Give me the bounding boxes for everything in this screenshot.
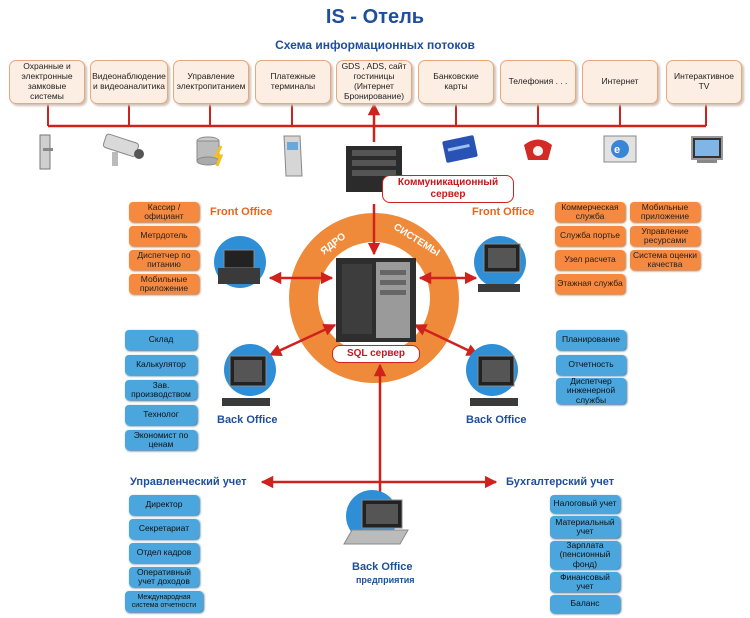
door-lock-icon (39, 134, 53, 170)
top-box-gds: GDS , ADS, сайт гостиницы (Интернет Брон… (336, 60, 412, 104)
fo-right-item: Мобильные приложение (630, 202, 700, 222)
internet-icon: e (603, 135, 637, 163)
top-box-phone: Телефония . . . (500, 60, 576, 104)
payment-terminal-icon (283, 135, 303, 177)
acct-item: Налоговый учет (550, 495, 620, 513)
fo-left-item: Метрдотель (129, 226, 199, 246)
back-office-left-label: Back Office (217, 414, 278, 426)
bo-left-item: Склад (125, 330, 197, 350)
top-box-video: Видеонаблюдение и видеоаналитика (90, 60, 168, 104)
mgmt-item: Отдел кадров (129, 543, 199, 563)
back-office-enterprise-label: Back Office (352, 561, 413, 573)
fo-right-item: Служба портье (555, 226, 625, 246)
fo-left-item: Диспетчер по питанию (129, 250, 199, 270)
front-office-right-label: Front Office (472, 206, 535, 218)
cctv-camera-icon (102, 133, 144, 166)
laptop-icon (343, 490, 409, 545)
back-left-arrow (268, 323, 337, 357)
page-subtitle: Схема информационных потоков (275, 38, 475, 52)
bo-left-item: Экономист по ценам (125, 430, 197, 450)
mgmt-item: Директор (129, 495, 199, 515)
bo-right-item: Планирование (556, 330, 626, 350)
top-drop-lines (47, 104, 707, 126)
power-supply-icon (196, 136, 224, 167)
bo-right-item: Диспетчер инженерной службы (556, 376, 626, 404)
top-box-internet: Интернет (582, 60, 658, 104)
fo-left-item: Мобильные приложение (129, 274, 199, 294)
sql-server-icon (336, 258, 416, 342)
tv-icon (691, 136, 723, 163)
fo-right-item: Коммерческая служба (555, 202, 625, 222)
fo-right-item: Система оценки качества (630, 250, 700, 270)
top-box-power: Управление электропитанием (173, 60, 249, 104)
mgmt-item: Международная система отчетности (125, 591, 203, 612)
back-right-computer-icon (466, 344, 518, 406)
management-label: Управленческий учет (130, 476, 247, 488)
cashier-terminal-icon (214, 236, 266, 288)
top-box-payment: Платежные терминалы (255, 60, 331, 104)
back-office-enterprise-sub: предприятия (356, 575, 415, 585)
bo-left-item: Зав. производством (125, 380, 197, 400)
sql-server-label: SQL сервер (332, 345, 420, 363)
mgmt-item: Оперативный учет доходов (129, 567, 199, 587)
acct-item: Материальный учет (550, 516, 620, 538)
bo-right-item: Отчетность (556, 355, 626, 375)
svg-text:e: e (614, 144, 620, 156)
back-left-computer-icon (222, 344, 276, 406)
page-title: IS - Отель (325, 6, 425, 28)
top-box-tv: Интерактивное TV (666, 60, 742, 104)
fo-right-item: Этажная служба (555, 274, 625, 294)
telephone-icon (524, 139, 552, 160)
acct-item: Зарплата (пенсионный фонд) (550, 540, 620, 569)
bank-card-icon (442, 135, 478, 163)
comm-server-label: Коммуникационный сервер (382, 175, 514, 203)
top-box-security: Охранные и электронные замковые системы (9, 60, 85, 104)
top-box-bank: Банковские карты (418, 60, 494, 104)
mgmt-item: Секретариат (129, 519, 199, 539)
bo-left-item: Калькулятор (125, 355, 197, 375)
fo-right-item: Узел расчета (555, 250, 625, 270)
accounting-label: Бухгалтерский учет (506, 476, 615, 488)
back-office-right-label: Back Office (466, 414, 527, 426)
front-office-left-label: Front Office (210, 206, 273, 218)
front-right-computer-icon (474, 236, 526, 292)
bo-left-item: Технолог (125, 405, 197, 425)
acct-item: Баланс (550, 595, 620, 613)
back-right-arrow (413, 323, 480, 357)
fo-left-item: Кассир / официант (129, 202, 199, 222)
fo-right-item: Управление ресурсами (630, 226, 700, 246)
acct-item: Финансовый учет (550, 572, 620, 592)
